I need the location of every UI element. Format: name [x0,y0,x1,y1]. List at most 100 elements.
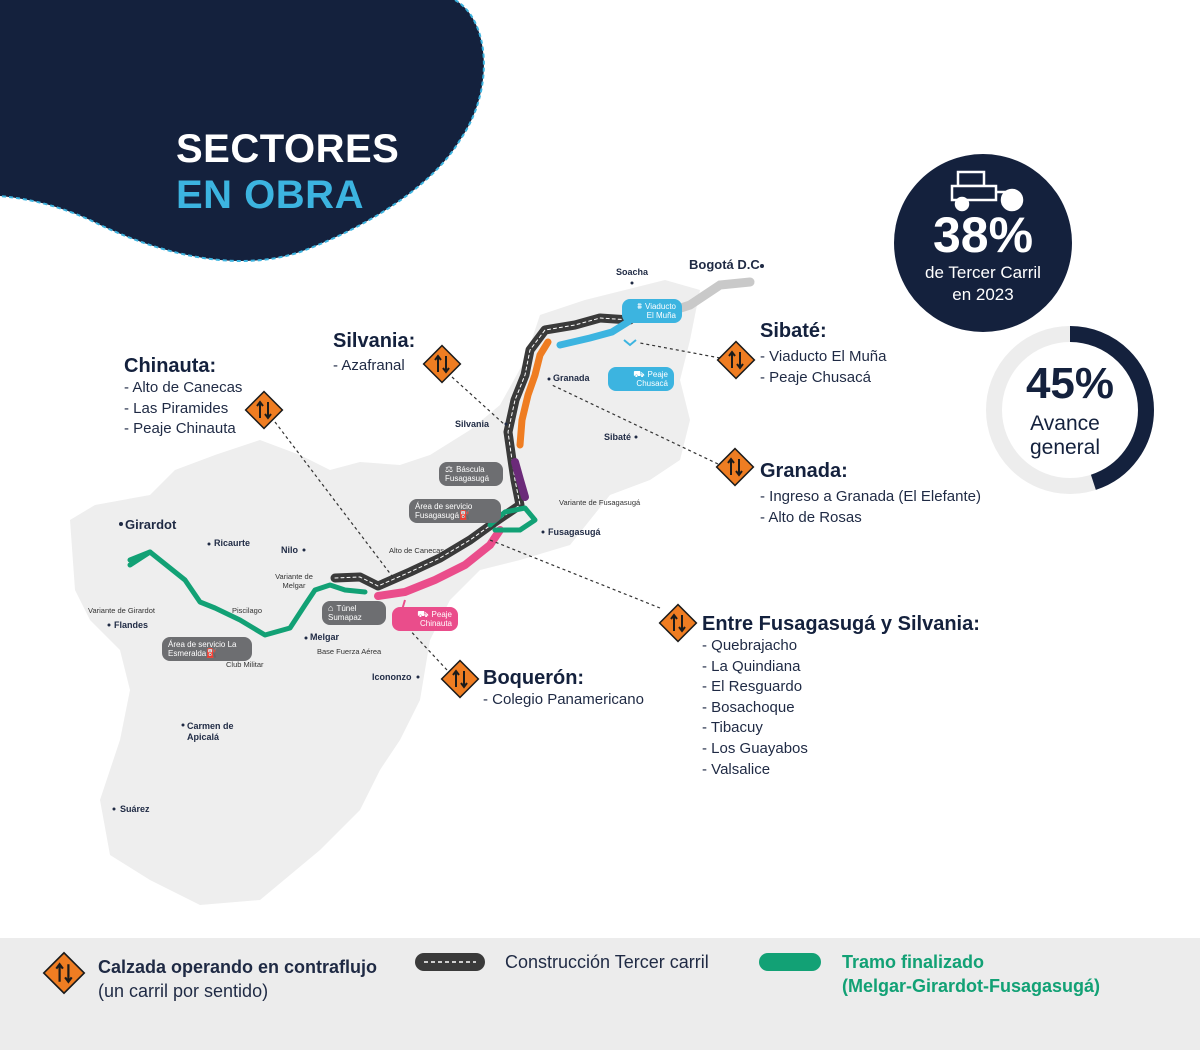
place-area-servicio-fusagasuga: Área de servicio Fusagasugá⛽ [409,499,501,524]
legend-bar [0,938,1200,1050]
road-bascula-segment [511,458,529,501]
place-label: Báscula Fusagasugá [445,465,490,484]
list-item: Alto de Canecas [124,378,242,399]
warning-sign-icon [715,447,755,487]
page-title: SECTORES EN OBRA [176,126,399,218]
town-label-flandes: Flandes [114,620,149,630]
sector-title-granada: Granada: [760,460,848,482]
road-granada-segment [516,338,552,449]
town-label-silvania: Silvania [455,419,490,429]
sector-list-silvania: Azafranal [333,356,404,377]
legend-finalizado-line1: Tramo finalizado [842,952,985,972]
town-label-ricaurte: Ricaurte [214,538,251,548]
stat-ring-progress [986,326,1154,494]
place-viaducto-el-muna: ⩩Viaducto El Muña [622,299,682,324]
town-label-nilo: Nilo [281,545,298,555]
town-label-alto-canecas: Alto de Canecas [389,546,445,555]
town-label-fusagasuga: Fusagasugá [548,527,601,537]
toll-car-icon: ⛟ [417,609,429,620]
legend-contraflujo: Calzada operando en contraflujo (un carr… [98,955,377,1003]
sector-title-boqueron: Boquerón: [483,667,585,689]
finished-road [127,505,538,638]
warning-sign-icon [422,344,462,384]
town-label-variante-melgar: Variante de Melgar [275,572,313,590]
place-label: Área de servicio La Esmeralda [168,640,237,658]
place-peaje-chusaca: ⛟Peaje Chusacá [608,367,674,392]
place-label: Peaje Chinauta [419,610,452,629]
place-peaje-chinauta: ⛟Peaje Chinauta [392,607,458,632]
warning-sign-icon [440,659,480,699]
stat-circle-tercer-carril [894,154,1072,332]
stat-label-tercer-carril: de Tercer Carril en 2023 [903,262,1063,306]
sector-list-entre-fusagasuga-silvania: Quebrajacho La Quindiana El Resguardo Bo… [702,636,808,780]
place-label: Área de servicio Fusagasugá [415,502,473,520]
warning-sign-icon [658,603,698,643]
sector-list-granada: Ingreso a Granada (El Elefante) Alto de … [760,487,981,528]
legend-construccion: Construcción Tercer carril [505,952,709,972]
town-dots [107,264,764,811]
legend-contraflujo-sub: (un carril por sentido) [98,981,269,1001]
service-area-icon: ⛽ [459,510,471,521]
sector-title-chinauta: Chinauta: [124,355,217,377]
town-label-base-fuerza-aerea: Base Fuerza Aérea [317,647,382,656]
title-blob [0,0,484,261]
place-label: Peaje Chusacá [636,370,668,389]
list-item: Colegio Panamericano [483,690,644,711]
stat-value-avance: 45% [1025,359,1115,408]
road-roller-icon [950,170,1024,212]
place-label: Túnel Sumapaz [328,604,362,623]
town-label-variante-girardot: Variante de Girardot [88,606,155,615]
list-item: Quebrajacho [702,636,808,657]
list-item: El Resguardo [702,677,808,698]
town-label-icononzo: Icononzo [372,672,412,682]
town-label-girardot: Girardot [125,517,177,532]
town-label-soacha: Soacha [616,267,649,277]
stat-label-line2: general [1029,436,1101,459]
warning-sign-icon [716,340,756,380]
town-label-carmen-apicala: Carmen de Apicalá [187,721,234,742]
town-label-suarez: Suárez [120,804,150,814]
sector-list-sibate: Viaducto El Muña Peaje Chusacá [760,347,886,388]
sector-title-entre-fusagasuga-silvania: Entre Fusagasugá y Silvania: [702,613,980,635]
road-boqueron-segment [374,526,504,600]
town-label-club-militar: Club Militar [226,660,264,669]
place-label: Viaducto El Muña [645,302,676,321]
list-item: Las Piramides [124,399,242,420]
warning-sign-icon [244,390,284,430]
town-label-granada: Granada [553,373,590,383]
stat-label-avance: Avance general [990,412,1140,460]
stat-label-line1: de Tercer Carril [925,263,1041,282]
list-item: Peaje Chusacá [760,368,886,389]
sector-title-sibate: Sibaté: [760,320,827,342]
stat-label-line2: en 2023 [952,285,1014,304]
place-bascula-fusagasuga: ⚖Báscula Fusagasugá [439,462,503,487]
town-label-melgar: Melgar [310,632,340,642]
list-item: Peaje Chinauta [124,419,242,440]
list-item: Azafranal [333,356,404,377]
list-item: Bosachoque [702,698,808,719]
legend-finalizado-line2: (Melgar-Girardot-Fusagasugá) [842,976,1101,996]
tunnel-icon: ⌂ [328,603,334,614]
town-label-bogota: Bogotá D.C [689,257,760,272]
legend-finalizado: Tramo finalizado (Melgar-Girardot-Fusaga… [842,950,1100,998]
list-item: Ingreso a Granada (El Elefante) [760,487,981,508]
place-tunel-sumapaz: ⌂Túnel Sumapaz [322,601,386,626]
service-area-icon: ⛽ [206,648,218,659]
toll-car-icon: ⛟ [633,369,645,380]
stat-value-tercer-carril: 38% [932,207,1034,263]
title-line1: SECTORES [176,127,400,171]
legend-contraflujo-title: Calzada operando en contraflujo [98,957,378,977]
list-item: Los Guayabos [702,739,808,760]
title-blob-outline [0,0,485,262]
leader-lines [274,342,721,671]
sector-list-chinauta: Alto de Canecas Las Piramides Peaje Chin… [124,378,242,440]
list-item: Tibacuy [702,718,808,739]
list-item: La Quindiana [702,657,808,678]
list-item: Viaducto El Muña [760,347,886,368]
town-label-piscilago: Piscilago [232,606,263,615]
scale-icon: ⚖ [445,464,454,475]
town-label-variante-fusagasuga: Variante de Fusagasugá [559,498,641,507]
place-area-servicio-esmeralda: Área de servicio La Esmeralda⛽ [162,637,252,662]
list-item: Alto de Rosas [760,508,981,529]
